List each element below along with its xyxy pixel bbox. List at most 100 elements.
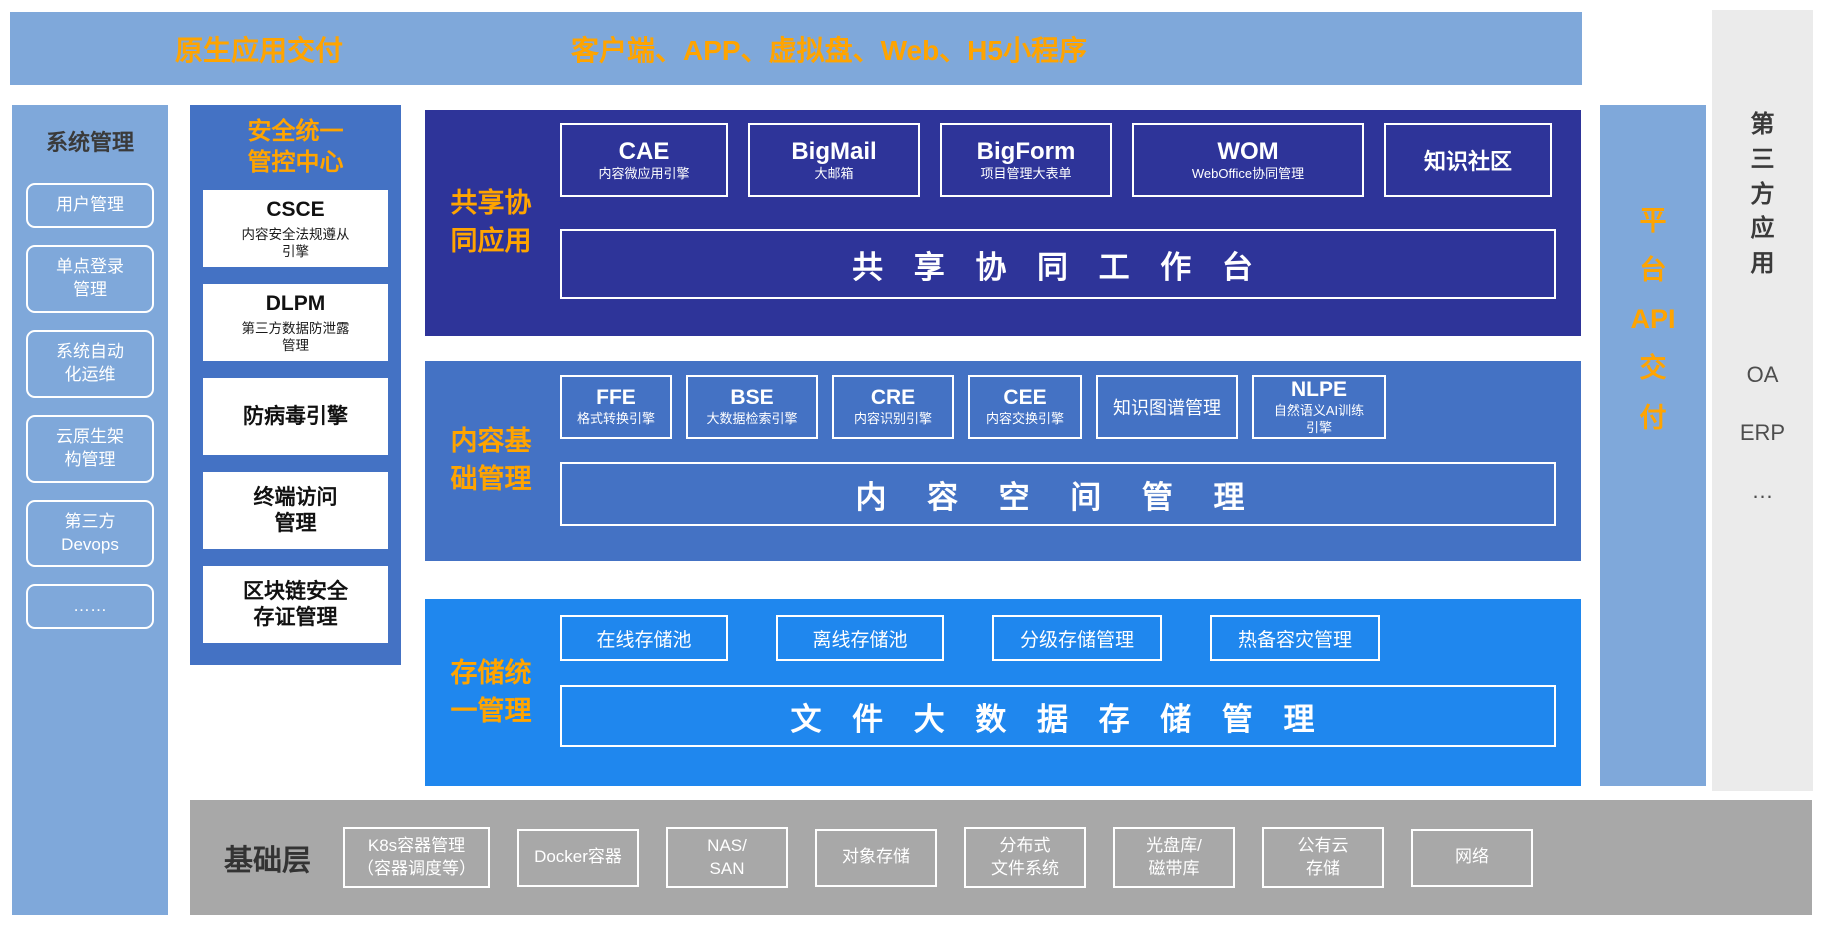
module-nlpe: NLPE 自然语义AI训练 引擎 — [1252, 375, 1386, 439]
security-item-dlpm-name: DLPM — [265, 292, 326, 316]
module-cre-desc: 内容识别引擎 — [853, 411, 932, 427]
module-hot-backup-dr: 热备容灾管理 — [1210, 615, 1380, 661]
infra-item-network: 网络 — [1411, 828, 1534, 887]
module-bse: BSE 大数据检索引擎 — [686, 375, 818, 439]
security-item-antivirus-engine: 防病毒引擎 — [203, 378, 388, 456]
module-bigform-desc: 项目管理大表单 — [980, 166, 1072, 182]
third-party-apps-title: 第 三 方 应 用 — [1750, 111, 1775, 278]
system-management-items: 用户管理 单点登录 管理 系统自动 化运维 云原生架 构管理 第三方 Devop… — [26, 183, 154, 630]
infra-item-nas-san: NAS/ SAN — [666, 827, 789, 888]
module-nlpe-name: NLPE — [1290, 378, 1347, 402]
module-bigmail-desc: 大邮箱 — [814, 166, 854, 182]
module-tiered-storage: 分级存储管理 — [992, 615, 1162, 661]
third-party-apps-panel: 第 三 方 应 用 OA ERP … — [1712, 10, 1813, 791]
module-cae: CAE 内容微应用引擎 — [560, 123, 728, 197]
security-item-csce: CSCE 内容安全法规遵从 引擎 — [203, 190, 388, 268]
security-item-antivirus-name: 防病毒引擎 — [243, 404, 348, 428]
third-party-item-erp: ERP — [1739, 419, 1786, 445]
security-center-title: 安全统一 管控中心 — [247, 118, 344, 176]
system-item-cloud-native-arch: 云原生架 构管理 — [26, 414, 154, 483]
top-banner: 原生应用交付 客户端、APP、虚拟盘、Web、H5小程序 — [10, 12, 1582, 85]
infra-item-optical-tape-library: 光盘库/ 磁带库 — [1113, 827, 1236, 888]
system-item-automated-ops: 系统自动 化运维 — [26, 329, 154, 398]
section-shared-collaboration-content: CAE 内容微应用引擎 BigMail 大邮箱 BigForm 项目管理大表单 … — [557, 110, 1581, 336]
platform-bar-file-bigdata-storage: 文 件 大 数 据 存 储 管 理 — [560, 685, 1556, 747]
system-management-title: 系统管理 — [45, 130, 134, 155]
module-bigform: BigForm 项目管理大表单 — [940, 123, 1112, 197]
module-cae-name: CAE — [618, 137, 670, 165]
collaboration-modules-row: CAE 内容微应用引擎 BigMail 大邮箱 BigForm 项目管理大表单 … — [560, 123, 1556, 197]
security-item-dlpm-desc: 第三方数据防泄露 管理 — [241, 320, 350, 354]
module-offline-storage-pool-name: 离线存储池 — [812, 629, 908, 651]
module-cee-name: CEE — [1003, 386, 1047, 410]
section-shared-collaboration-label: 共享协 同应用 — [450, 188, 532, 256]
infrastructure-title: 基础层 — [224, 844, 312, 877]
section-shared-collaboration: 共享协 同应用 CAE 内容微应用引擎 BigMail 大邮箱 BigForm … — [425, 110, 1581, 336]
section-storage-management-label: 存储统 一管理 — [450, 657, 532, 726]
sidebar-system-management: 系统管理 用户管理 单点登录 管理 系统自动 化运维 云原生架 构管理 第三方 … — [12, 105, 168, 915]
security-control-center-panel: 安全统一 管控中心 CSCE 内容安全法规遵从 引擎 DLPM 第三方数据防泄露… — [190, 105, 401, 665]
module-bse-name: BSE — [730, 386, 774, 410]
third-party-item-more: … — [1751, 477, 1774, 503]
module-tiered-storage-name: 分级存储管理 — [1019, 629, 1134, 651]
storage-modules-row: 在线存储池 离线存储池 分级存储管理 热备容灾管理 — [560, 615, 1556, 661]
api-delivery-column: 平 台 API 交 付 — [1600, 105, 1706, 786]
infra-item-public-cloud-storage: 公有云 存储 — [1262, 827, 1385, 888]
module-wom-name: WOM — [1217, 137, 1279, 165]
infra-item-docker-container: Docker容器 — [517, 828, 640, 887]
module-online-storage-pool-name: 在线存储池 — [596, 629, 692, 651]
third-party-item-oa: OA — [1746, 361, 1779, 387]
module-knowledge-community: 知识社区 — [1384, 123, 1552, 197]
module-offline-storage-pool: 离线存储池 — [776, 615, 944, 661]
content-modules-row: FFE 格式转换引擎 BSE 大数据检索引擎 CRE 内容识别引擎 CEE 内容… — [560, 375, 1556, 439]
module-bigmail: BigMail 大邮箱 — [748, 123, 920, 197]
section-storage-management: 存储统 一管理 在线存储池 离线存储池 分级存储管理 热备容灾管理 文 件 大 … — [425, 599, 1581, 786]
module-ffe: FFE 格式转换引擎 — [560, 375, 672, 439]
security-item-csce-desc: 内容安全法规遵从 引擎 — [241, 226, 350, 260]
infra-item-object-storage: 对象存储 — [815, 828, 938, 887]
section-content-foundation: 内容基 础管理 FFE 格式转换引擎 BSE 大数据检索引擎 CRE 内容识别引… — [425, 361, 1581, 561]
module-wom-desc: WebOffice协同管理 — [1191, 166, 1305, 182]
module-nlpe-desc: 自然语义AI训练 引擎 — [1273, 403, 1365, 435]
infrastructure-layer-bar: 基础层 K8s容器管理 （容器调度等） Docker容器 NAS/ SAN 对象… — [190, 800, 1812, 915]
section-storage-management-content: 在线存储池 离线存储池 分级存储管理 热备容灾管理 文 件 大 数 据 存 储 … — [557, 599, 1581, 786]
security-item-csce-name: CSCE — [266, 198, 325, 222]
security-item-dlpm: DLPM 第三方数据防泄露 管理 — [203, 284, 388, 362]
system-item-user-management: 用户管理 — [26, 183, 154, 228]
security-item-blockchain-evidence: 区块链安全 存证管理 — [203, 566, 388, 644]
system-item-more: …… — [26, 584, 154, 630]
module-hot-backup-dr-name: 热备容灾管理 — [1237, 629, 1352, 651]
module-online-storage-pool: 在线存储池 — [560, 615, 728, 661]
security-item-blockchain-name: 区块链安全 存证管理 — [243, 579, 348, 629]
security-center-items: CSCE 内容安全法规遵从 引擎 DLPM 第三方数据防泄露 管理 防病毒引擎 … — [203, 190, 388, 644]
module-bse-desc: 大数据检索引擎 — [706, 411, 798, 427]
platform-bar-content-space: 内 容 空 间 管 理 — [560, 462, 1556, 526]
security-item-terminal-access: 终端访问 管理 — [203, 472, 388, 550]
banner-client-channels-label: 客户端、APP、虚拟盘、Web、H5小程序 — [571, 34, 1087, 66]
module-ffe-name: FFE — [596, 386, 636, 410]
module-cre: CRE 内容识别引擎 — [832, 375, 954, 439]
security-item-terminal-access-name: 终端访问 管理 — [253, 485, 338, 535]
system-item-sso-management: 单点登录 管理 — [26, 244, 154, 313]
system-item-third-party-devops: 第三方 Devops — [26, 499, 154, 568]
section-content-foundation-content: FFE 格式转换引擎 BSE 大数据检索引擎 CRE 内容识别引擎 CEE 内容… — [557, 361, 1581, 561]
module-cee-desc: 内容交换引擎 — [985, 411, 1064, 427]
platform-bar-shared-workbench: 共 享 协 同 工 作 台 — [560, 229, 1556, 299]
infrastructure-items: K8s容器管理 （容器调度等） Docker容器 NAS/ SAN 对象存储 分… — [343, 827, 1534, 888]
module-bigform-name: BigForm — [976, 137, 1076, 165]
infra-item-distributed-filesystem: 分布式 文件系统 — [964, 827, 1087, 888]
infra-item-k8s-container-management: K8s容器管理 （容器调度等） — [343, 827, 491, 888]
module-knowledge-graph: 知识图谱管理 — [1096, 375, 1238, 439]
module-cae-desc: 内容微应用引擎 — [598, 166, 690, 182]
module-bigmail-name: BigMail — [791, 137, 877, 165]
module-cre-name: CRE — [870, 386, 916, 410]
module-knowledge-community-name: 知识社区 — [1423, 149, 1512, 174]
banner-native-app-delivery-label: 原生应用交付 — [175, 34, 344, 66]
module-cee: CEE 内容交换引擎 — [968, 375, 1082, 439]
third-party-apps-items: OA ERP … — [1740, 362, 1785, 504]
module-knowledge-graph-name: 知识图谱管理 — [1113, 398, 1221, 418]
module-ffe-desc: 格式转换引擎 — [576, 411, 655, 427]
section-content-foundation-label: 内容基 础管理 — [450, 426, 532, 494]
module-wom: WOM WebOffice协同管理 — [1132, 123, 1364, 197]
